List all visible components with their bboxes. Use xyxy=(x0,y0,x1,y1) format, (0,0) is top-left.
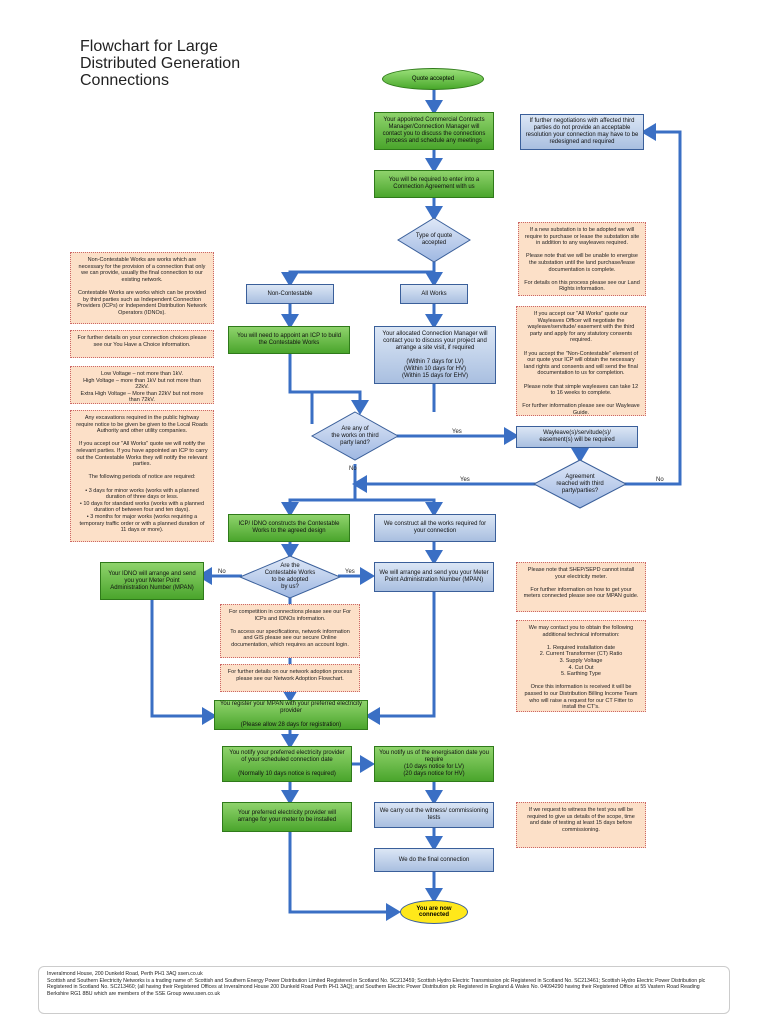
note-shep: Please note that SHEP/SEPD cannot instal… xyxy=(516,562,646,612)
box-non-contestable: Non-Contestable xyxy=(246,284,334,304)
label-yes-third-party: Yes xyxy=(452,429,462,435)
start-node: Quote accepted xyxy=(382,68,484,90)
box-connection-agreement: You will be required to enter into a Con… xyxy=(374,170,494,198)
box-idno-mpan: Your IDNO will arrange and send you your… xyxy=(100,562,204,600)
decision-agreement xyxy=(532,459,628,509)
box-wayleave: Wayleave(s)/servitude(s)/ easement(s) wi… xyxy=(516,426,638,448)
page-title: Flowchart for Large Distributed Generati… xyxy=(80,38,241,89)
label-no-adopted: No xyxy=(218,569,226,575)
note-witness: If we request to witness the test you wi… xyxy=(516,802,646,848)
box-provider-meter: Your preferred electricity provider will… xyxy=(222,802,352,832)
label-no-third-party: No xyxy=(349,466,357,472)
note-choices: For further details on your connection c… xyxy=(70,330,214,358)
note-voltage: Low Voltage – not more than 1kV. High Vo… xyxy=(70,366,214,404)
box-we-mpan: We will arrange and send you your Meter … xyxy=(374,562,494,592)
decision-agreement-label: Agreement reached with third party/parti… xyxy=(556,474,604,494)
box-witness-tests: We carry out the witness/ commissioning … xyxy=(374,802,494,828)
decision-type-of-quote xyxy=(397,217,471,263)
decision-third-party-land xyxy=(310,411,400,461)
decision-adopted xyxy=(238,555,342,599)
label-yes-adopted: Yes xyxy=(345,569,355,575)
box-notify-us: You notify us of the energisation date y… xyxy=(374,746,494,782)
box-notify-provider: You notify your preferred electricity pr… xyxy=(222,746,352,782)
box-contracts-manager: Your appointed Commercial Contracts Mana… xyxy=(374,112,494,150)
decision-adopted-label: Are the Contestable Works to be adopted … xyxy=(264,563,316,590)
note-competition: For competition in connections please se… xyxy=(220,604,360,658)
box-icp-constructs: ICP/ IDNO constructs the Contestable Wor… xyxy=(228,514,350,542)
note-excavations: Any excavations required in the public h… xyxy=(70,410,214,542)
box-we-construct: We construct all the works required for … xyxy=(374,514,496,542)
box-all-works: All Works xyxy=(400,284,468,304)
box-register-mpan: You register your MPAN with your preferr… xyxy=(214,700,368,730)
footer-legal: Inveralmond House, 200 Dunkeld Road, Per… xyxy=(38,966,730,1014)
note-wayleave-officer: If you accept our "All Works" quote our … xyxy=(516,306,646,416)
note-adoption: For further details on our network adopt… xyxy=(220,664,360,692)
label-yes-agreement: Yes xyxy=(460,477,470,483)
end-node: You are now connected xyxy=(400,900,468,924)
box-negotiations: If further negotiations with affected th… xyxy=(520,114,644,150)
note-technical: We may contact you to obtain the followi… xyxy=(516,620,646,712)
decision-third-party-land-label: Are any of the works on third party land… xyxy=(331,426,379,446)
box-final-connection: We do the final connection xyxy=(374,848,494,872)
note-substation: If a new substation is to be adopted we … xyxy=(518,222,646,296)
decision-type-of-quote-label: Type of quote accepted xyxy=(415,233,453,246)
label-no-agreement: No xyxy=(656,477,664,483)
note-contestable: Non-Contestable Works are works which ar… xyxy=(70,252,214,324)
box-appoint-icp: You will need to appoint an ICP to build… xyxy=(228,326,350,354)
box-site-visit: Your allocated Connection Manager will c… xyxy=(374,326,496,384)
